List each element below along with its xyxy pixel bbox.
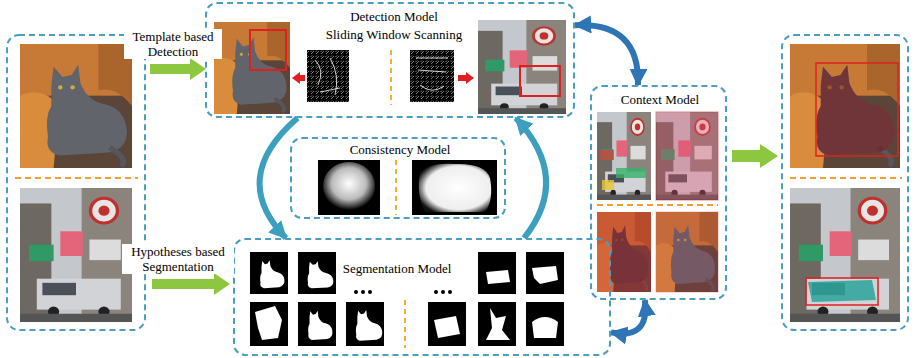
context-illustration — [597, 112, 718, 292]
panel-title: Detection Model — [350, 9, 438, 25]
step-label: Template based Detection — [124, 29, 222, 59]
consistency-illustration — [318, 160, 497, 215]
panel-title: Segmentation Model — [343, 261, 452, 277]
panel-title: Consistency Model — [350, 142, 451, 158]
panel-title: Context Model — [621, 92, 699, 108]
segmentation-illustration — [250, 252, 564, 348]
curved-arrow — [516, 118, 546, 238]
curved-arrow — [575, 25, 638, 85]
output-panel — [782, 35, 908, 330]
model-panel: Context Model — [590, 85, 727, 300]
model-panel: Consistency Model — [290, 137, 506, 219]
panel-subtitle: Sliding Window Scanning — [326, 27, 462, 43]
curved-arrow — [611, 300, 645, 334]
model-panel: Segmentation Model — [233, 238, 611, 356]
input-panel — [7, 35, 145, 330]
model-panel: Detection ModelSliding Window Scanning — [205, 2, 575, 118]
step-label: Hypotheses based Segmentation — [122, 244, 234, 274]
detection-illustration — [214, 20, 566, 114]
